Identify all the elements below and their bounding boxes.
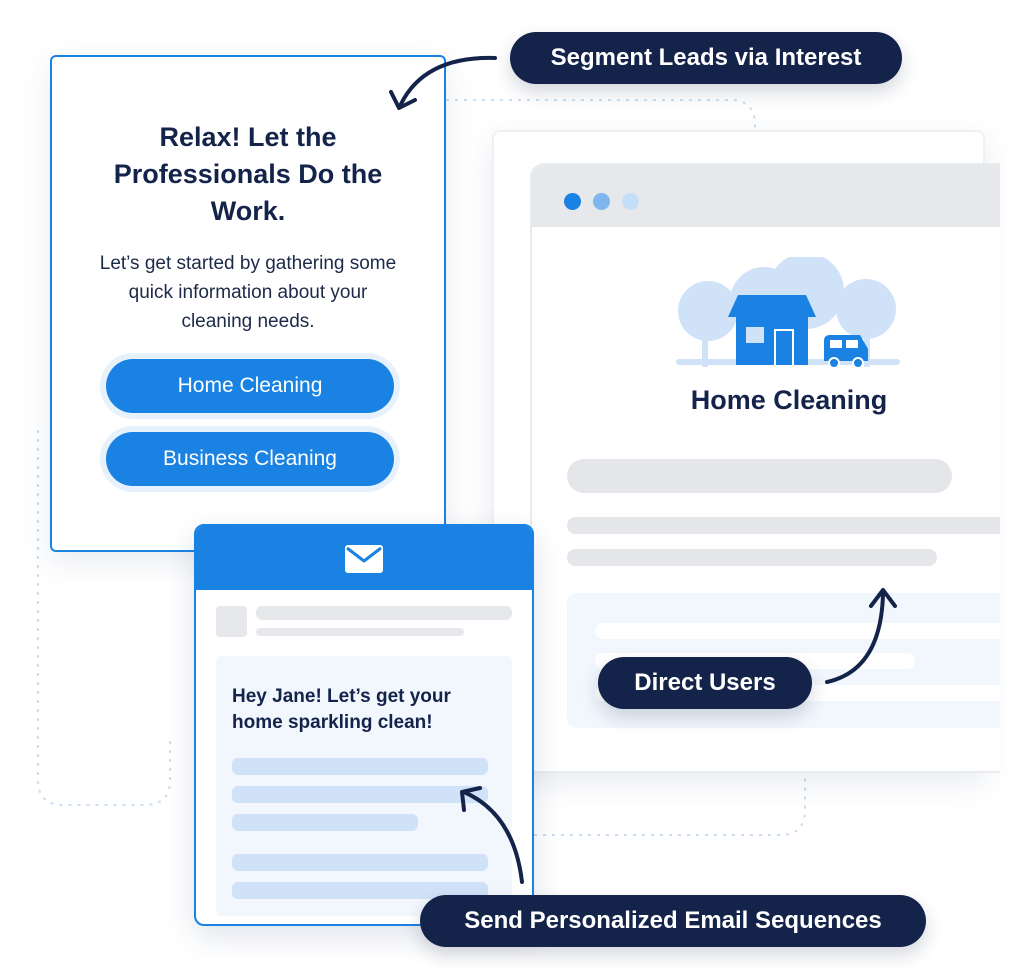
window-dot-icon — [564, 193, 581, 210]
home-cleaning-button[interactable]: Home Cleaning — [106, 359, 394, 413]
skeleton-line — [232, 786, 488, 803]
house-van-illustration-icon — [676, 257, 900, 369]
quiz-card: Relax! Let the Professionals Do the Work… — [50, 55, 446, 552]
skeleton-line — [232, 882, 488, 899]
browser-title-bar — [532, 165, 1000, 227]
avatar — [216, 606, 247, 637]
email-greeting: Hey Jane! Let’s get your home sparkling … — [232, 686, 451, 733]
skeleton-line — [567, 549, 937, 566]
skeleton-line — [595, 623, 1000, 639]
quiz-title: Relax! Let the Professionals Do the Work… — [113, 122, 383, 226]
quiz-description: Let’s get started by gathering some quic… — [99, 253, 397, 332]
email-sequences-callout: Send Personalized Email Sequences — [420, 895, 926, 947]
window-dot-icon — [622, 193, 639, 210]
envelope-icon — [345, 545, 383, 573]
email-card: Hey Jane! Let’s get your home sparkling … — [194, 524, 534, 926]
email-header — [196, 526, 532, 590]
window-dot-icon — [593, 193, 610, 210]
skeleton-line — [567, 459, 952, 493]
skeleton-line — [256, 606, 512, 620]
skeleton-line — [232, 854, 488, 871]
service-heading: Home Cleaning — [690, 385, 888, 415]
skeleton-line — [567, 517, 1000, 534]
direct-users-callout: Direct Users — [598, 657, 812, 709]
skeleton-line — [232, 814, 418, 831]
email-body: Hey Jane! Let’s get your home sparkling … — [216, 656, 512, 916]
segment-leads-callout: Segment Leads via Interest — [510, 32, 902, 84]
business-cleaning-button[interactable]: Business Cleaning — [106, 432, 394, 486]
skeleton-line — [232, 758, 488, 775]
skeleton-line — [256, 628, 464, 636]
